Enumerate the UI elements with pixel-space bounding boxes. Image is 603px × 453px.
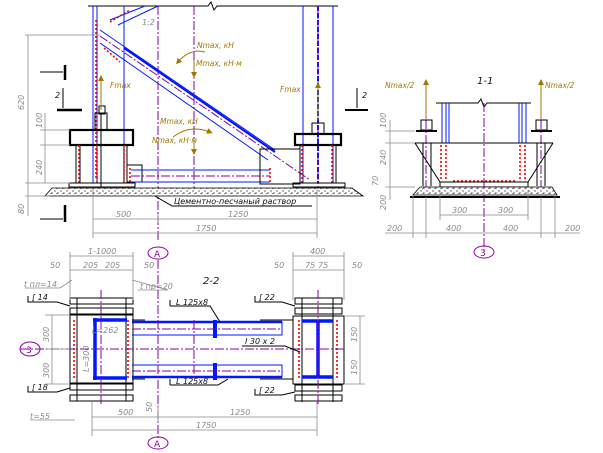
ibeam-label: I 30 x 2 <box>245 337 275 346</box>
channel-label: [ 22 <box>259 386 275 395</box>
angle-label-bottom: L 125x8 <box>176 377 208 386</box>
dim-text: 500 <box>116 210 131 219</box>
brace-slope-label: 1:2 <box>142 18 155 27</box>
load-label: Fmax <box>280 85 301 94</box>
dim-text: L=262 <box>92 326 118 335</box>
section-mark-label: 2 <box>362 91 367 100</box>
dim-text: 50 <box>144 261 154 270</box>
dim-text: L=300 <box>82 346 91 372</box>
dim-text: 75 <box>318 261 328 270</box>
dim-text: 75 <box>305 261 315 270</box>
load-label: Nmax, кН·м <box>152 136 197 145</box>
load-label: Nmax, кН <box>197 41 234 50</box>
dim-text: 205 <box>83 261 98 270</box>
elevation-view: Nmax, кН Mmax, кН·м Fmax Fmax Mmax, кН N… <box>17 0 368 260</box>
section-mark-label: 2 <box>55 91 60 100</box>
dim-text: 200 <box>379 195 388 210</box>
plate-note: t пл=14 <box>24 280 57 289</box>
channel-label: [ 18 <box>32 383 48 392</box>
section-2-2-title: 2-2 <box>203 276 219 287</box>
section-1-1-title: 1-1 <box>477 76 493 87</box>
dim-text: 500 <box>118 408 133 417</box>
axis-3-marker: 3 <box>480 249 486 259</box>
load-label: Mmax, кН <box>160 117 198 126</box>
channel-label: [ 22 <box>259 293 275 302</box>
dim-text: 205 <box>105 261 120 270</box>
load-label: Nmax/2 <box>385 81 414 90</box>
dim-text: 80 <box>17 204 26 214</box>
dim-text: 1250 <box>230 408 250 417</box>
axis-a-marker: A <box>154 440 161 450</box>
channel-label: [ 14 <box>32 293 48 302</box>
plate-note: t пр=20 <box>140 282 173 291</box>
dim-text: 620 <box>17 95 26 110</box>
load-label: Fmax <box>110 81 131 90</box>
dim-text: 240 <box>35 160 44 175</box>
plan-2-2-view: 2-2 L 125x8 L 125x8 I 30 x 2 [ 14 [ 18 [… <box>19 247 365 450</box>
dim-text: 150 <box>350 327 359 342</box>
dim-text: 70 <box>371 176 380 186</box>
dim-text: 1750 <box>196 224 216 233</box>
dim-text: 400 <box>310 247 325 256</box>
load-label: Mmax, кН·м <box>196 59 242 68</box>
load-label: Nmax/2 <box>545 81 574 90</box>
dim-text: 50 <box>50 261 60 270</box>
dim-text: 300 <box>42 327 51 342</box>
dim-text: 50 <box>274 261 284 270</box>
dim-text: 50 <box>352 261 362 270</box>
dim-text: 100 <box>379 113 388 128</box>
dim-text: t=55 <box>30 412 50 421</box>
dim-text: 200 <box>387 224 402 233</box>
dim-text: 1250 <box>228 210 248 219</box>
dim-text: 200 <box>565 224 580 233</box>
angle-label-top: L 125x8 <box>176 298 208 307</box>
dim-text: 50 <box>145 402 154 412</box>
axis-3-marker: 3 <box>26 346 32 356</box>
mortar-label: Цементно-песчаный раствор <box>174 197 296 206</box>
dim-text: 1-1000 <box>88 247 116 256</box>
dim-text: 400 <box>503 224 518 233</box>
dim-text: 300 <box>42 363 51 378</box>
dim-text: 400 <box>446 224 461 233</box>
dim-text: 300 <box>498 206 513 215</box>
dim-text: 1750 <box>196 421 216 430</box>
dim-text: 240 <box>379 150 388 165</box>
axis-a-marker: A <box>154 250 161 260</box>
dim-text: 300 <box>452 206 467 215</box>
section-1-1-view: 1-1 Nmax/2 Nmax/2 300 300 200 400 400 20… <box>371 76 580 259</box>
dim-text: 100 <box>35 113 44 128</box>
dim-text: 150 <box>350 360 359 375</box>
